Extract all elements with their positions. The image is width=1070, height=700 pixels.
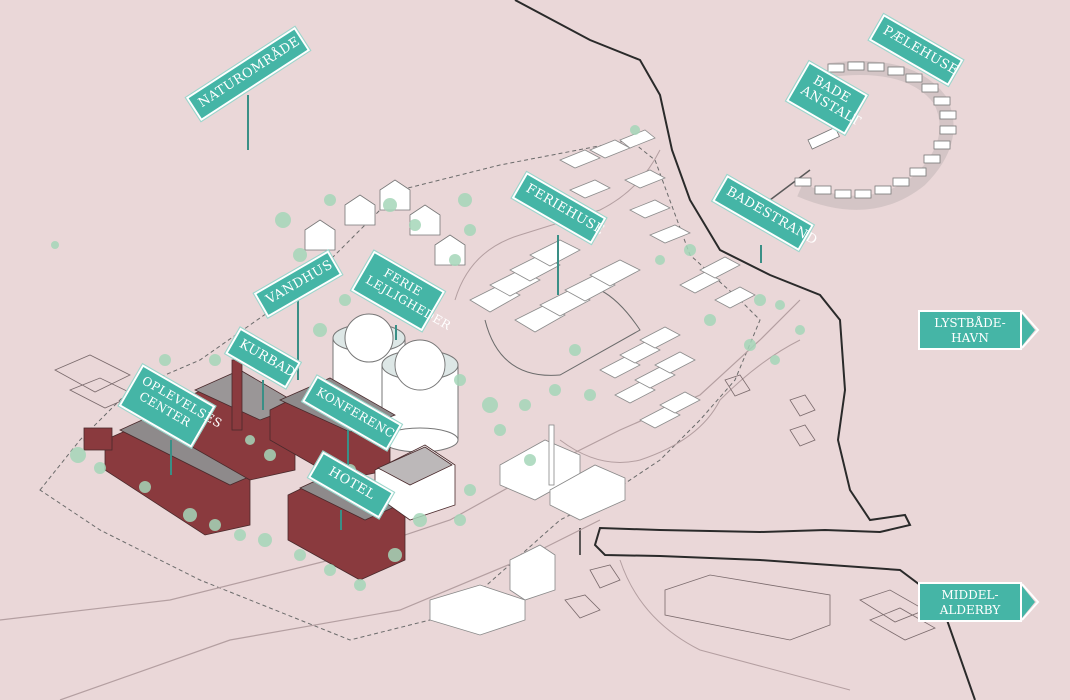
pier <box>769 169 811 201</box>
holiday-house-rows <box>469 129 756 429</box>
pole-naturomraade <box>247 95 249 150</box>
chevron-right-icon <box>1022 311 1040 349</box>
middelalderby-text: MIDDEL- ALDERBY <box>918 582 1022 622</box>
road <box>59 519 601 700</box>
pole-konference <box>347 430 349 475</box>
pole-oplevelses-center <box>170 440 172 475</box>
road <box>619 559 851 691</box>
pole-ferie-lejligheder <box>395 325 397 340</box>
pole-vandhus <box>297 300 299 380</box>
road-loop <box>484 289 641 376</box>
site-boundary <box>39 139 761 641</box>
pole-kurbad <box>262 380 264 410</box>
road <box>559 339 801 463</box>
pole-feriehuse <box>557 235 559 295</box>
pole-house-ring <box>794 61 957 210</box>
white-buildings <box>429 424 626 636</box>
lystbaade-havn-text: LYSTBÅDE- HAVN <box>918 310 1022 350</box>
label-lystbaade-havn: LYSTBÅDE- HAVN <box>918 310 1040 350</box>
coastline <box>514 0 976 700</box>
chevron-right-icon <box>1022 583 1040 621</box>
label-middelalderby: MIDDEL- ALDERBY <box>918 582 1040 622</box>
pole-hotel <box>340 510 342 530</box>
trees <box>51 125 805 591</box>
pole-badestrand <box>760 245 762 263</box>
